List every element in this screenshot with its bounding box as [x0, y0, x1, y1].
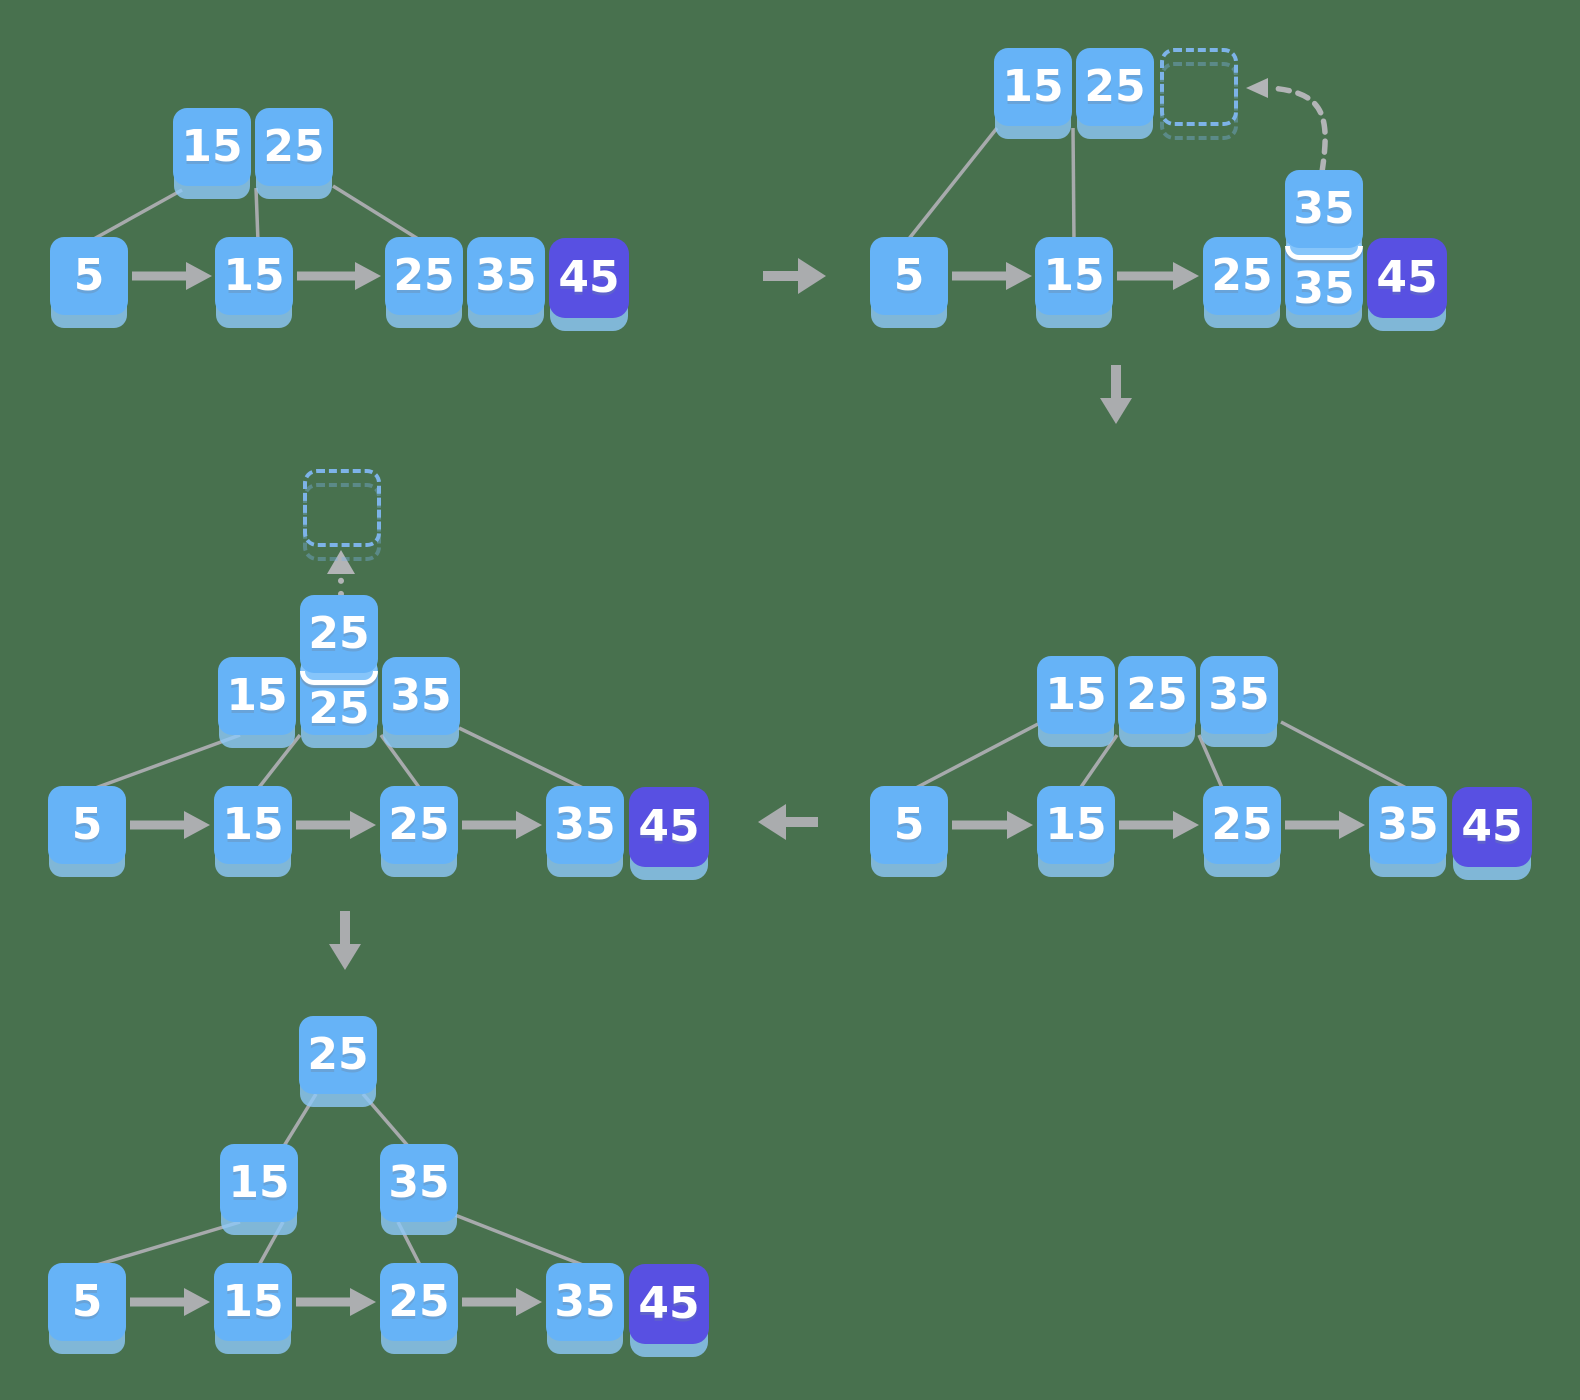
leaf-node: 25: [380, 786, 458, 864]
leaf-node: 35: [1369, 786, 1447, 864]
arrowhead: [1173, 811, 1199, 839]
arrowhead: [1100, 398, 1132, 424]
leaf-node: 5: [48, 786, 126, 864]
tree-edge: [255, 733, 302, 792]
tree-edge: [906, 126, 999, 242]
dashed-curve: [1267, 85, 1328, 175]
leaf-node: 35: [546, 1263, 624, 1341]
arrowhead: [758, 804, 786, 840]
dashed-placeholder-box: [1160, 48, 1238, 126]
tree-edge: [396, 1221, 423, 1268]
leaf-node: 15: [214, 1263, 292, 1341]
tree-edges: [89, 126, 1411, 1269]
tree-edge: [454, 1213, 589, 1269]
internal-key-node: 15: [220, 1144, 298, 1222]
arrowhead: [184, 1288, 210, 1316]
step-transition-arrows: [329, 258, 1132, 970]
tree-edge: [458, 726, 588, 792]
tree-edge: [1071, 127, 1076, 243]
arrowhead: [327, 550, 355, 574]
leaf-node: 35: [467, 237, 545, 315]
move-up-dashed-arrow: [327, 550, 355, 597]
tree-edge: [282, 1093, 318, 1147]
leaf-node: 15: [214, 786, 292, 864]
internal-key-node: 35: [1200, 656, 1278, 734]
leaf-node: 25: [380, 1263, 458, 1341]
split-bracket: [1285, 246, 1363, 260]
arrowhead: [1339, 811, 1365, 839]
tree-edge: [361, 1092, 410, 1148]
leaf-node: 5: [48, 1263, 126, 1341]
leaf-node: 5: [50, 237, 128, 315]
leaf-node: 5: [870, 786, 948, 864]
arrowhead: [329, 944, 361, 970]
internal-key-node: 25: [1118, 656, 1196, 734]
tree-edge: [254, 187, 260, 243]
internal-key-node: 15: [218, 657, 296, 735]
arrowhead: [184, 811, 210, 839]
leaf-node: 15: [1037, 786, 1115, 864]
internal-key-node: 15: [1037, 656, 1115, 734]
rising-key-node: 25: [300, 595, 378, 673]
tree-edge: [89, 733, 241, 792]
leaf-node: 15: [1035, 237, 1113, 315]
arrowhead: [186, 262, 212, 290]
internal-key-node: 15: [173, 108, 251, 186]
arrowhead: [516, 811, 542, 839]
tree-edge: [379, 733, 423, 792]
leaf-node: 35: [546, 786, 624, 864]
tree-edge: [89, 1220, 241, 1269]
tree-edge: [1280, 720, 1411, 792]
tree-edge: [91, 188, 183, 242]
root-key-node: 25: [299, 1016, 377, 1094]
highlighted-leaf-node: 45: [1367, 238, 1447, 318]
dashed-placeholder-box: [303, 469, 381, 547]
arrowhead: [1246, 78, 1268, 98]
internal-key-node: 15: [994, 48, 1072, 126]
internal-key-node: 35: [382, 657, 460, 735]
leaf-node: 25: [1203, 786, 1281, 864]
rising-key-node: 35: [1285, 170, 1363, 248]
highlighted-leaf-node: 45: [549, 238, 629, 318]
leaf-node: 5: [870, 237, 948, 315]
leaf-node: 25: [1203, 237, 1281, 315]
internal-key-node: 35: [380, 1144, 458, 1222]
tree-edge: [1197, 734, 1225, 791]
arrowhead: [1173, 262, 1199, 290]
highlighted-leaf-node: 45: [629, 787, 709, 867]
arrowhead: [798, 258, 826, 294]
highlighted-leaf-node: 45: [1452, 787, 1532, 867]
split-bracket: [300, 671, 378, 685]
arrowhead: [1006, 262, 1032, 290]
highlighted-leaf-node: 45: [629, 1264, 709, 1344]
arrowhead: [350, 811, 376, 839]
arrowhead: [355, 262, 381, 290]
tree-edge: [256, 1221, 285, 1268]
arrowhead: [1007, 811, 1033, 839]
tree-edge: [911, 722, 1039, 792]
arrowhead: [516, 1288, 542, 1316]
leaf-next-pointer-arrows: [130, 262, 1365, 1316]
copy-up-dashed-arrow: [1246, 78, 1328, 175]
tree-edge: [332, 184, 424, 244]
arrowhead: [350, 1288, 376, 1316]
leaf-node: 25: [385, 237, 463, 315]
leaf-node: 15: [215, 237, 293, 315]
tree-edge: [1077, 734, 1119, 791]
internal-key-node: 25: [1076, 48, 1154, 126]
internal-key-node: 25: [255, 108, 333, 186]
